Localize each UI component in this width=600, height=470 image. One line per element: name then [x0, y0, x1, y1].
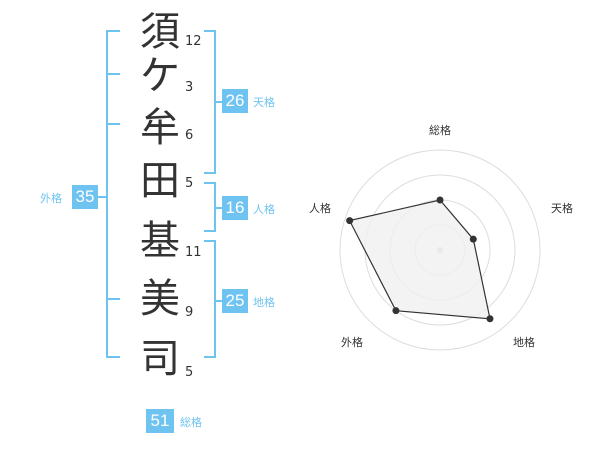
name-char-3: 牟 [140, 105, 180, 151]
chikaku-score: 25 [222, 289, 248, 313]
name-char-7: 司 [140, 336, 180, 382]
stroke-count-7: 5 [185, 365, 194, 380]
soukaku-score: 51 [146, 409, 174, 433]
name-char-5: 基 [140, 218, 180, 264]
stroke-count-4: 5 [185, 176, 194, 191]
radar-point-5 [346, 217, 354, 225]
radar-ring [339, 149, 541, 351]
tenkaku-label: 天格 [253, 96, 275, 109]
name-char-4: 田 [140, 158, 180, 204]
radar-axis-label-2: 天格 [551, 201, 573, 215]
gaikaku-label: 外格 [40, 192, 62, 205]
stroke-count-6: 9 [185, 305, 194, 320]
chikaku-label: 地格 [253, 296, 275, 309]
name-char-2: ケ [140, 53, 180, 99]
stroke-count-5: 11 [185, 245, 202, 260]
radar-axis-label-5: 人格 [309, 201, 331, 215]
name-char-1: 須 [140, 9, 180, 55]
stroke-count-2: 3 [185, 80, 194, 95]
jinkaku-label: 人格 [253, 203, 275, 216]
name-char-6: 美 [140, 276, 180, 322]
jinkaku-score: 16 [222, 196, 248, 220]
radar-area [348, 199, 491, 320]
soukaku-label: 総格 [180, 416, 202, 429]
stroke-count-1: 12 [185, 34, 202, 49]
radar-point-1 [436, 196, 444, 204]
tenkaku-score: 26 [222, 89, 248, 113]
stroke-count-3: 6 [185, 128, 194, 143]
radar-point-2 [469, 235, 477, 243]
radar-point-3 [486, 315, 494, 323]
radar-axis-label-3: 地格 [513, 335, 535, 349]
radar-points [346, 196, 494, 323]
gaikaku-score: 35 [72, 185, 98, 209]
radar-point-4 [392, 307, 400, 315]
radar-axis-label-1: 総格 [429, 123, 451, 137]
radar-axis-label-4: 外格 [341, 335, 363, 349]
